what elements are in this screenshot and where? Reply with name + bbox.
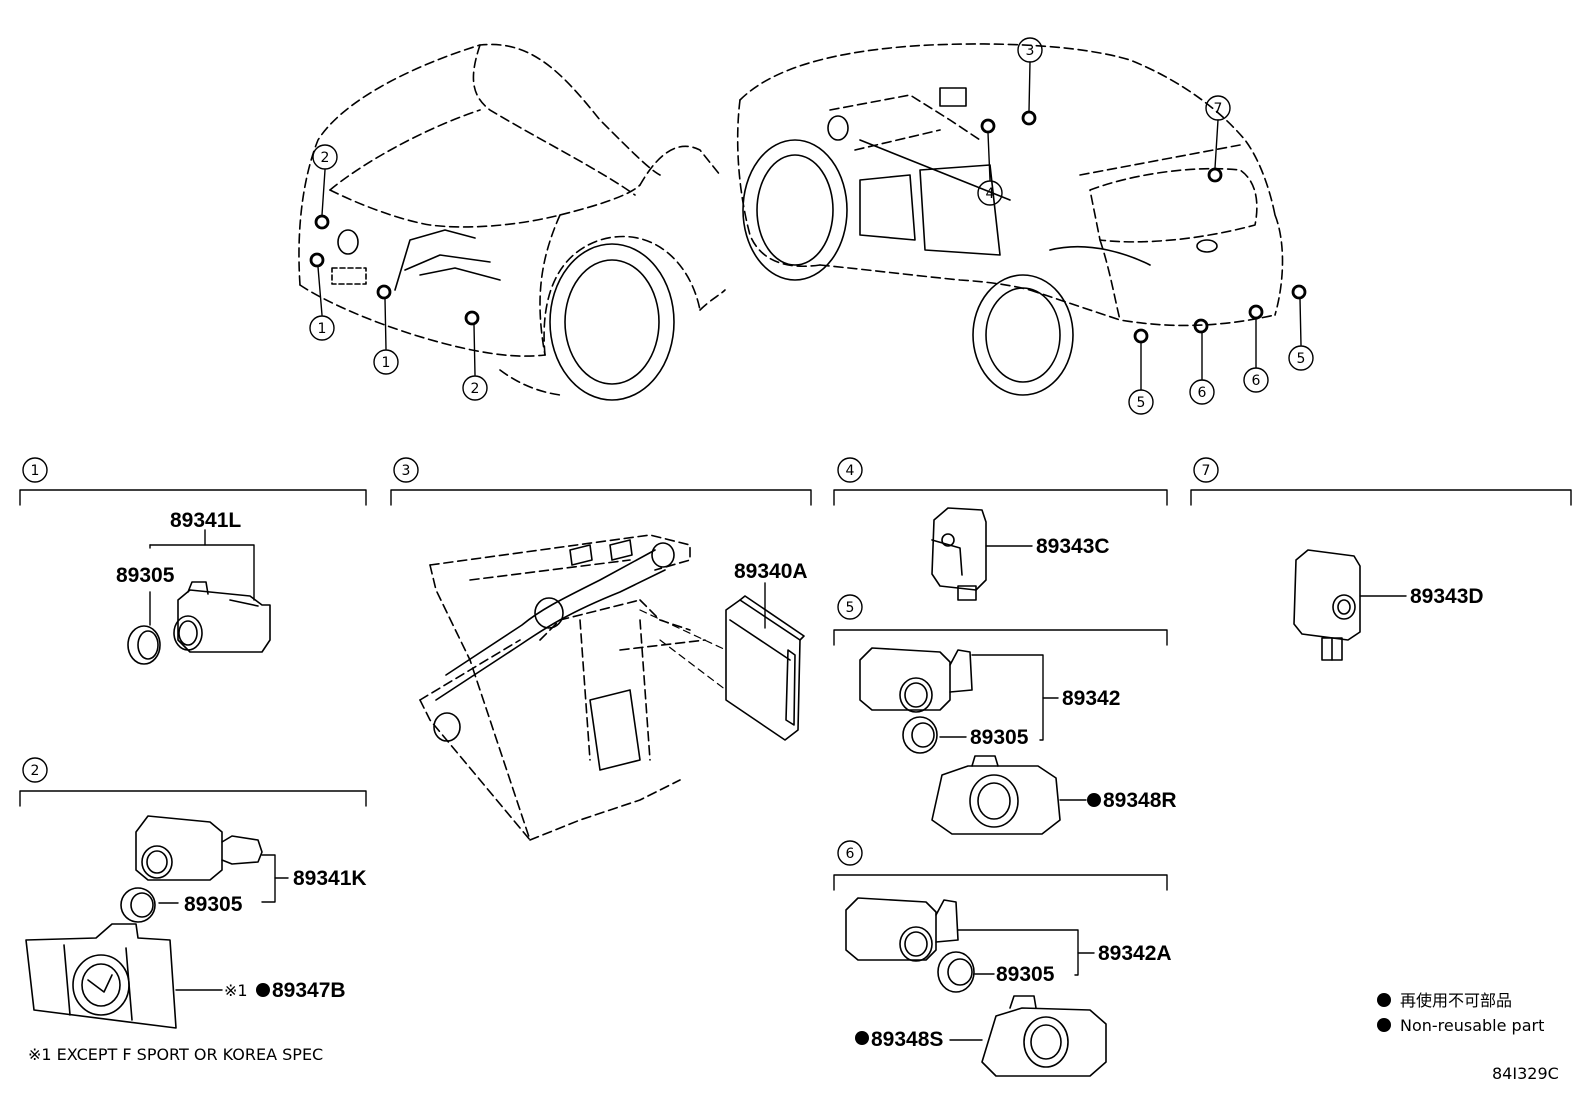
section-5-label: 5 <box>846 600 855 616</box>
location-markers <box>309 110 1307 344</box>
part-89305-sec1: 89305 <box>116 564 175 587</box>
sensor-89343D-drawing <box>1293 549 1361 661</box>
part-89343C: 89343C <box>1036 535 1110 558</box>
diagram-code: 84I329C <box>1492 1064 1559 1083</box>
part-89341L: 89341L <box>170 509 241 532</box>
bezel-89348R-drawing <box>931 755 1061 835</box>
bracket-assembly-drawing <box>419 534 706 841</box>
callout-2: 2 <box>471 381 480 397</box>
part-89305-sec2: 89305 <box>184 893 243 916</box>
marker-leaders <box>317 61 1302 391</box>
legend-en: Non-reusable part <box>1400 1016 1544 1035</box>
rear-vehicle-solid <box>742 87 1218 396</box>
part-89341K: 89341K <box>293 867 367 890</box>
retainer-89305-sec5-drawing <box>902 716 938 754</box>
part-89342A: 89342A <box>1098 942 1172 965</box>
callout-2: 2 <box>321 150 330 166</box>
section5-leaders <box>939 654 1087 801</box>
part-89348S: 89348S <box>871 1028 943 1051</box>
bezel-89348S-drawing <box>981 995 1107 1077</box>
footnote: ※1 EXCEPT F SPORT OR KOREA SPEC <box>28 1045 323 1064</box>
part-89340A: 89340A <box>734 560 808 583</box>
part-89305-sec5: 89305 <box>970 726 1029 749</box>
callout-1: 1 <box>318 321 327 337</box>
part-89347B: 89347B <box>272 979 346 1002</box>
callout-5: 5 <box>1297 351 1306 367</box>
part-89348R: 89348R <box>1103 789 1177 812</box>
legend-jp: 再使用不可部品 <box>1400 991 1512 1010</box>
part-number-labels: 89341L 89305 89340A 89343C 89342 89305 8… <box>116 509 1484 1051</box>
note-1-marker: ※1 <box>224 981 248 1000</box>
retainer-89305-sec1-drawing <box>127 625 161 665</box>
section-4-label: 4 <box>846 463 855 479</box>
section-7-label: 7 <box>1202 463 1211 479</box>
section-1-label: 1 <box>31 463 40 479</box>
section-frames <box>19 457 1572 891</box>
part-89342: 89342 <box>1062 687 1120 710</box>
section3-dashed-connectors <box>639 609 727 691</box>
callout-7: 7 <box>1214 101 1223 117</box>
callout-1: 1 <box>382 355 391 371</box>
section-callout-labels: 1 3 4 7 5 2 6 <box>31 463 1211 862</box>
ecu-89340A-drawing <box>725 595 805 741</box>
sensor-89342A-drawing <box>845 897 959 962</box>
section6-leaders <box>949 929 1095 1041</box>
sensor-89342-drawing <box>859 647 973 713</box>
callout-3: 3 <box>1026 43 1035 59</box>
section1-leaders <box>149 529 255 626</box>
part-89343D: 89343D <box>1410 585 1484 608</box>
retainer-89305-sec6-drawing <box>937 951 975 993</box>
front-vehicle-solid <box>331 229 675 401</box>
section-6-label: 6 <box>846 846 855 862</box>
sensor-89341K-drawing <box>135 815 263 881</box>
vehicle-callouts <box>309 37 1314 415</box>
sensor-89341L-drawing <box>173 581 271 653</box>
rear-vehicle-illustration <box>736 43 1284 327</box>
section-2-label: 2 <box>31 763 40 779</box>
vehicle-callout-labels: 2 1 1 2 3 4 7 5 5 6 6 <box>318 43 1306 411</box>
bracket-assembly-solid <box>433 539 675 771</box>
callout-4: 4 <box>986 186 995 202</box>
footer-text: ※1 EXCEPT F SPORT OR KOREA SPEC 再使用不可部品 … <box>28 991 1559 1083</box>
sensor-89343C-drawing <box>931 507 987 601</box>
section-3-label: 3 <box>402 463 411 479</box>
callout-6: 6 <box>1198 385 1207 401</box>
non-reusable-bullets <box>256 793 1391 1045</box>
front-vehicle-illustration <box>298 43 726 396</box>
section2-leaders <box>158 854 289 991</box>
callout-6: 6 <box>1252 373 1261 389</box>
callout-5: 5 <box>1137 395 1146 411</box>
retainer-89305-sec2-drawing <box>120 887 156 923</box>
part-89305-sec6: 89305 <box>996 963 1055 986</box>
bezel-89347B-drawing <box>25 923 177 1029</box>
